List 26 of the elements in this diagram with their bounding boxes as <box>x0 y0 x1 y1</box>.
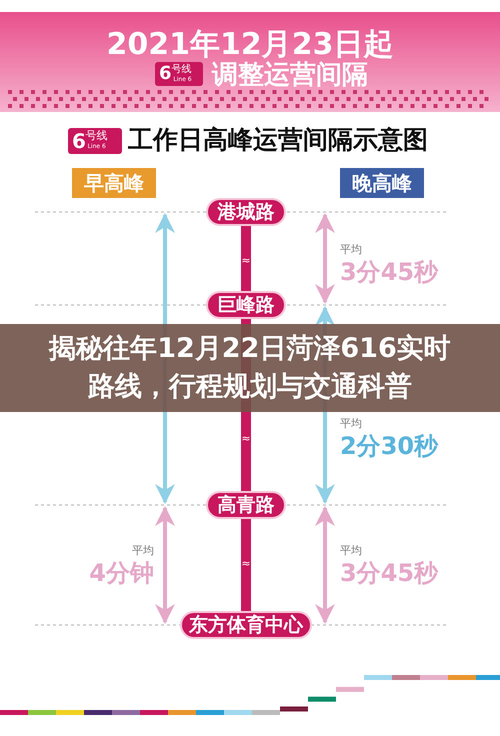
diagram-heading: 工作日高峰运营间隔示意图 <box>128 127 428 152</box>
interval-value: 3分45秒 <box>340 561 438 585</box>
line-number: 6 <box>72 131 86 151</box>
average-caption: 平均 <box>340 244 362 255</box>
peak-period-box: 早高峰 <box>72 168 156 198</box>
station-pill: 东方体育中心 <box>180 611 312 639</box>
peak-period-box: 晚高峰 <box>340 168 424 198</box>
line-word: 号线 <box>171 65 192 76</box>
line-badge <box>155 62 203 86</box>
line-number: 6 <box>159 65 172 83</box>
station-pill: 高青路 <box>206 491 286 519</box>
interval-value: 2分30秒 <box>340 434 438 458</box>
interval-value: 4分钟 <box>88 561 154 585</box>
line-word: 号线 <box>86 131 108 142</box>
title-banner: 揭秘往年12月22日菏泽616实时路线，行程规划与交通科普 <box>0 324 500 412</box>
average-caption: 平均 <box>340 418 362 429</box>
interval-value: 3分45秒 <box>340 260 438 284</box>
metro-line-segment <box>241 226 251 291</box>
header-subtitle: 调整运营间隔 <box>212 62 368 88</box>
station-pill: 港城路 <box>206 198 286 226</box>
line-badge <box>68 128 122 154</box>
average-caption: 平均 <box>131 545 154 556</box>
header-date: 2021年12月23日起 <box>106 30 394 60</box>
station-pill: 巨峰路 <box>206 291 286 319</box>
average-caption: 平均 <box>340 545 362 556</box>
metro-line-segment <box>241 519 251 611</box>
